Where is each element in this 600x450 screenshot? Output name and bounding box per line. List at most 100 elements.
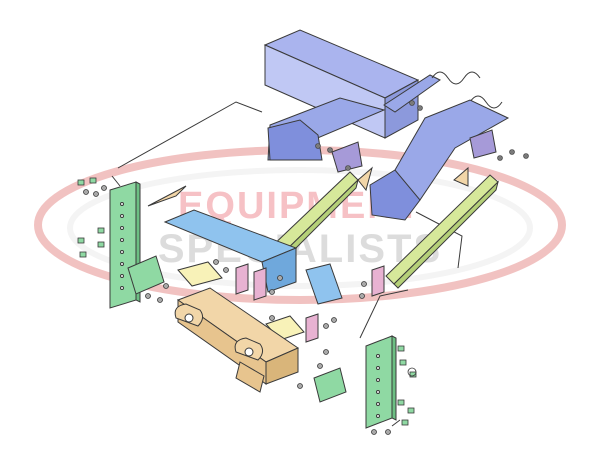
pink-bracket-1 [235, 263, 249, 295]
pink-brackets [235, 263, 385, 343]
plate-hole [376, 378, 380, 382]
plate-hole [376, 414, 380, 418]
nut [371, 429, 377, 435]
plate-hole [120, 238, 124, 242]
nut [269, 315, 275, 321]
bolt [509, 149, 515, 155]
bolt-head [407, 407, 415, 414]
frame-break-squiggle-2 [469, 95, 503, 109]
bolt-head [97, 227, 105, 234]
leader-line-right-lower [359, 289, 409, 339]
bolt [523, 153, 529, 159]
nut [93, 191, 99, 197]
plate-hole [120, 250, 124, 254]
pin-hole [244, 347, 254, 357]
nut [331, 317, 337, 323]
mount-plate-right-body [365, 335, 393, 429]
plate-hole [120, 226, 124, 230]
nut [101, 185, 107, 191]
pin-ring [407, 367, 417, 377]
nut [385, 429, 391, 435]
push-frame-end [265, 347, 299, 385]
bolt [327, 147, 333, 153]
pink-bracket-2 [253, 267, 267, 301]
leader-line-left [117, 101, 263, 169]
plate-hole [120, 202, 124, 206]
pink-bracket-3 [305, 313, 319, 343]
mount-block-right [313, 367, 347, 403]
bolt-head [77, 237, 85, 244]
plate-hole [120, 262, 124, 266]
leader-lines [111, 101, 463, 427]
mount-block-left [127, 255, 165, 295]
nut [277, 275, 283, 281]
bolt [345, 165, 351, 171]
pad-upper [177, 261, 223, 287]
brace-right-edge [393, 180, 499, 289]
mount-plate-right [313, 335, 397, 429]
plate-hole [376, 366, 380, 370]
nut [213, 259, 219, 265]
push-frame-lower-ear [235, 361, 265, 393]
nut [269, 289, 275, 295]
plate-hole [120, 286, 124, 290]
bolt-green [77, 177, 105, 258]
bolt [409, 100, 415, 106]
plate-hole [376, 402, 380, 406]
bolt-head [89, 177, 97, 184]
nut [157, 297, 163, 303]
nut [323, 323, 329, 329]
diagonal-braces [147, 166, 499, 289]
nut [223, 267, 229, 273]
bolt-head [79, 251, 87, 258]
watermark-swoosh-inner [67, 167, 533, 289]
frame-rail-left-upper [383, 74, 441, 113]
plate-hole [120, 274, 124, 278]
bolt-head [397, 345, 405, 352]
mount-plate-left [109, 181, 165, 309]
leader-line-bottom [391, 419, 401, 427]
nut [359, 293, 365, 299]
push-frame [174, 287, 300, 393]
plate-hole [120, 214, 124, 218]
small-plate-blue [305, 263, 343, 305]
nut [83, 189, 89, 195]
nut [317, 363, 323, 369]
vehicle-frame-top [263, 29, 510, 221]
plate-hole [376, 390, 380, 394]
bolt [315, 143, 321, 149]
nut [323, 349, 329, 355]
frame-bracket-right [469, 129, 497, 159]
bolt [417, 105, 423, 111]
bolt-gray [83, 185, 391, 435]
pads [177, 261, 305, 341]
frame-bolts [315, 100, 529, 171]
leader-line-right [415, 211, 463, 269]
pin-hole [184, 313, 194, 323]
bolt-head [399, 359, 407, 366]
frame-rail-right-face [369, 169, 421, 221]
hardware-left [77, 177, 417, 435]
lift-plate [163, 209, 343, 305]
nut [163, 283, 169, 289]
nut [297, 383, 303, 389]
bolt-head [409, 371, 417, 378]
brace-tab-right [453, 166, 469, 187]
leader-line-left-lower [111, 175, 121, 187]
bolt-head [397, 399, 405, 406]
mount-plate-right-side [391, 335, 397, 421]
bolt-head [97, 241, 105, 248]
pink-bracket-4 [371, 265, 385, 297]
brace-tab-left [357, 166, 373, 192]
bolt-head [401, 419, 409, 426]
bolt-head [77, 179, 85, 186]
bolt-green-right [397, 345, 417, 426]
nut [361, 281, 367, 287]
frame-bracket-left [331, 141, 363, 173]
bolt [497, 155, 503, 161]
wedge-left [147, 185, 187, 207]
frame-break-squiggle [431, 71, 481, 85]
nut [145, 293, 151, 299]
